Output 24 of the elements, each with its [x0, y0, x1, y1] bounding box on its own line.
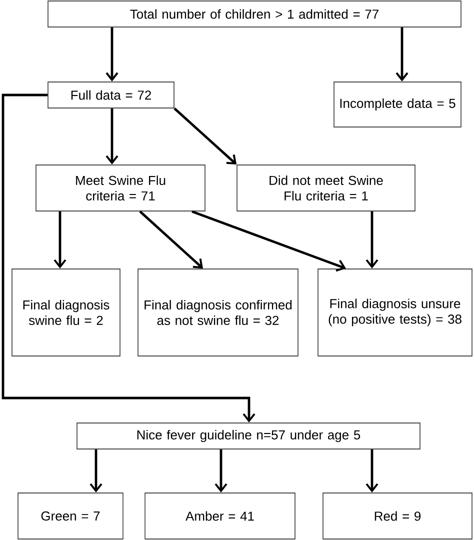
arrow: [106, 27, 118, 82]
process-box: Final diagnosis confirmed as not swine flu = 32: [138, 268, 298, 356]
arrow: [366, 449, 378, 493]
process-box: Final diagnosis swine flu = 2: [12, 268, 120, 356]
arrow: [139, 210, 203, 269]
process-box: Meet Swine Flu criteria = 71: [36, 164, 206, 212]
arrow: [174, 108, 237, 165]
arrow: [214, 449, 228, 493]
process-box: Total number of children > 1 admitted = 77: [48, 0, 462, 28]
process-box: Full data = 72: [48, 82, 174, 108]
arrow: [90, 449, 102, 493]
process-box: Green = 7: [18, 492, 124, 540]
process-box: Incomplete data = 5: [334, 82, 462, 128]
arrow: [2, 94, 256, 423]
arrow: [366, 211, 378, 269]
arrow: [192, 210, 346, 272]
process-box: Final diagnosis unsure (no positive tests) = 38: [318, 268, 472, 356]
process-box: Did not meet Swine Flu criteria = 1: [236, 164, 416, 212]
arrow: [54, 211, 66, 269]
process-box: Amber = 41: [144, 492, 296, 540]
arrow: [396, 27, 408, 82]
process-box: Red = 9: [322, 492, 472, 540]
process-box: Nice fever guideline n=57 under age 5: [76, 422, 420, 450]
arrow: [106, 108, 118, 165]
